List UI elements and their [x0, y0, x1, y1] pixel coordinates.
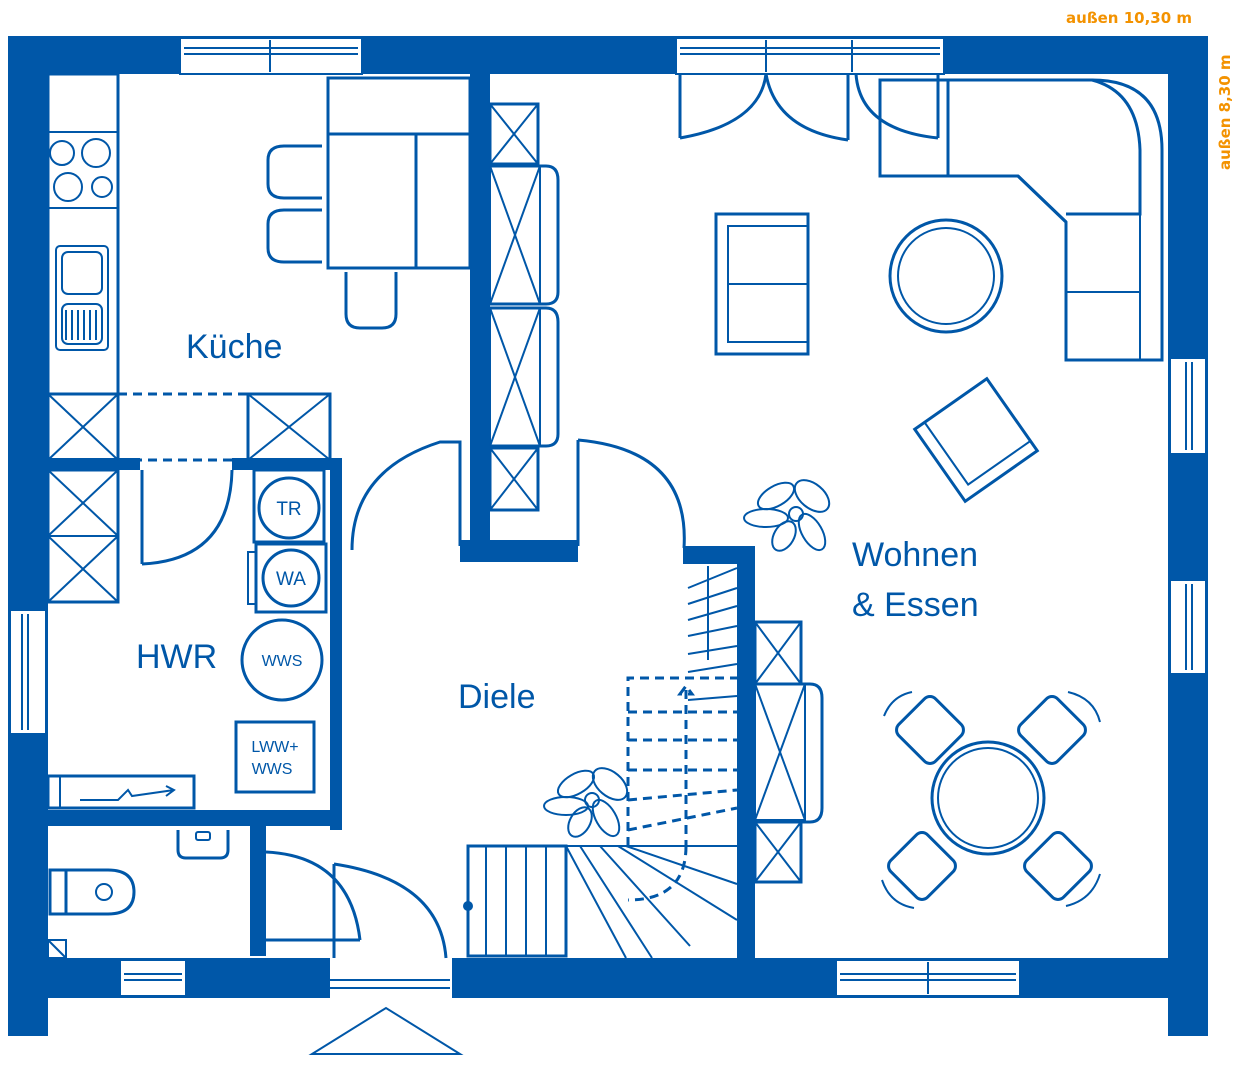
dryer-label: TR [276, 499, 301, 520]
kitchen-furniture [46, 72, 472, 464]
staircase [463, 566, 738, 959]
terrace-door-swings [678, 73, 940, 142]
entrance-marker [308, 1006, 464, 1055]
dimension-width: außen 10,30 m [1066, 9, 1192, 27]
room-label-living-line2: & Essen [852, 586, 979, 624]
living-furniture [714, 78, 1164, 909]
entrance-door-swing [333, 862, 448, 959]
hwr-furniture [46, 468, 328, 810]
water-storage-label: WWS [262, 653, 303, 670]
windows [9, 37, 1207, 998]
wc-fixtures [47, 830, 362, 959]
plant-icon [543, 767, 629, 838]
heat-pump-label-line2: WWS [252, 761, 293, 778]
room-label-kitchen: Küche [186, 328, 282, 366]
water-storage-symbol [240, 618, 324, 702]
washer-symbol [261, 548, 321, 608]
plant-icon [743, 479, 831, 552]
room-label-utility: HWR [136, 638, 217, 676]
heat-pump-box [234, 720, 316, 794]
room-label-hall: Diele [458, 678, 535, 716]
interior-walls [48, 74, 755, 960]
dryer-symbol [257, 476, 321, 540]
heat-pump-label-line1: LWW+ [251, 739, 298, 756]
washer-label: WA [276, 569, 306, 590]
hall-doors [350, 438, 686, 551]
dimension-depth: außen 8,30 m [1216, 54, 1234, 170]
hall-wardrobe [488, 102, 560, 512]
room-label-living-line1: Wohnen [852, 536, 978, 574]
